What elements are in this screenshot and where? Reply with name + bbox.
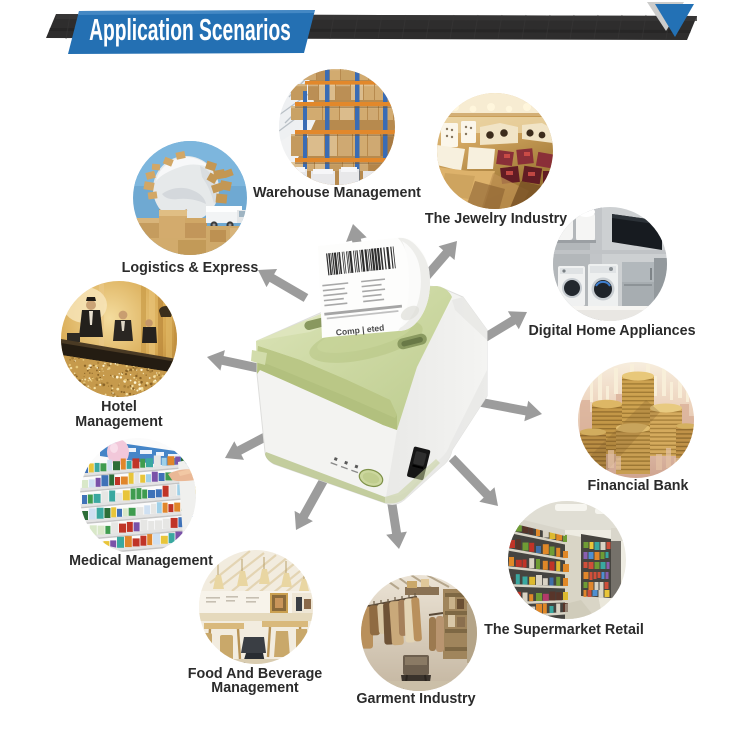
svg-text:The Jewelry Industry: The Jewelry Industry xyxy=(425,211,567,227)
svg-text:Logistics & Express: Logistics & Express xyxy=(122,260,259,276)
svg-text:Management: Management xyxy=(75,414,163,430)
svg-text:Financial Bank: Financial Bank xyxy=(588,478,689,494)
svg-text:Management: Management xyxy=(211,680,299,696)
svg-text:Hotel: Hotel xyxy=(101,399,137,415)
svg-text:The Supermarket Retail: The Supermarket Retail xyxy=(484,622,644,638)
svg-text:Food And Beverage: Food And Beverage xyxy=(188,666,323,682)
svg-text:Garment Industry: Garment Industry xyxy=(356,691,475,707)
svg-text:Digital Home Appliances: Digital Home Appliances xyxy=(528,323,695,339)
svg-text:Warehouse Management: Warehouse Management xyxy=(253,185,421,201)
svg-text:Medical Management: Medical Management xyxy=(69,553,213,569)
svg-text:Application Scenarios: Application Scenarios xyxy=(89,14,291,48)
